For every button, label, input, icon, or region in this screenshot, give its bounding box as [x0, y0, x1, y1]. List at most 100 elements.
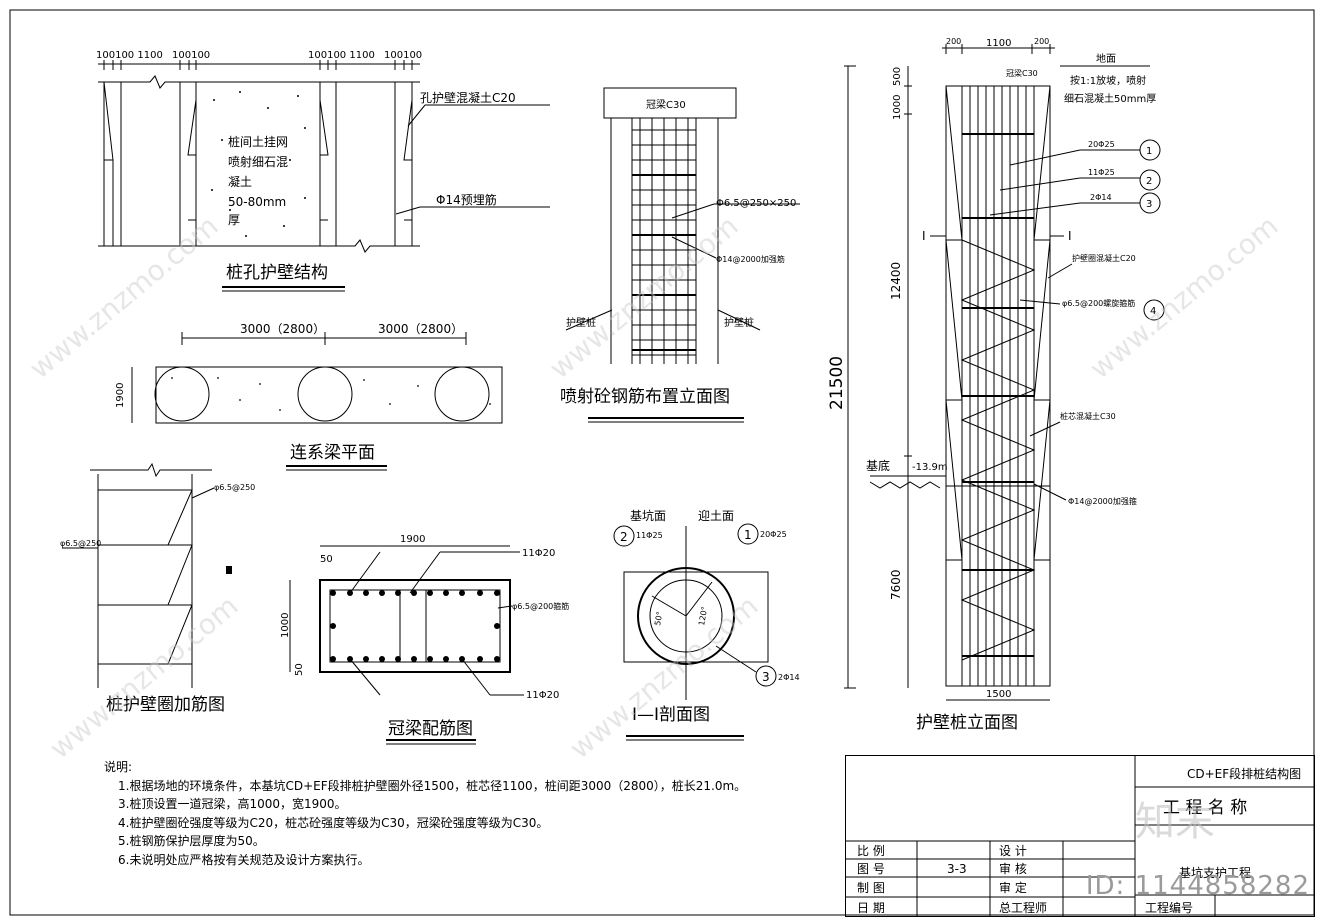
section-outer-ring: [637, 567, 735, 665]
title-tie-beam-plan: 连系梁平面: [290, 443, 375, 463]
label-ground: 地面: [1096, 52, 1116, 65]
note-item: 5.桩钢筋保护层厚度为50。: [118, 834, 265, 848]
drawing-name: CD+EF段排桩结构图: [1187, 766, 1301, 781]
label-right-pile: 护壁桩: [724, 316, 754, 329]
tb-project-no-label: 工程编号: [1145, 900, 1193, 915]
note-item: 6.未说明处应严格按有关规范及设计方案执行。: [118, 852, 370, 867]
concrete-speckle: [211, 91, 306, 237]
label-top-bars: 11Φ20: [522, 548, 555, 559]
dim-text: 100100: [384, 50, 422, 61]
label-between-1: 桩间土挂网: [228, 134, 288, 149]
label-core-concrete: 桩芯混凝土C30: [1060, 411, 1116, 421]
label-base: 基底: [866, 458, 890, 473]
project-name-label: 工 程 名 称: [1163, 798, 1247, 818]
label-crown-beam-elev: 冠梁C30: [1006, 69, 1038, 78]
watermark-text: www.znzmo.com: [1083, 209, 1284, 385]
dim-total-length: 21500: [827, 356, 847, 410]
label-embed-bar: Φ14预埋筋: [436, 192, 497, 207]
tb-key-scale: 比 例: [857, 844, 885, 858]
label-ring-b: φ6.5@250: [60, 539, 101, 548]
tb-key-design: 设 计: [999, 844, 1027, 858]
title-pile-elevation: 护壁桩立面图: [916, 713, 1018, 733]
tb-key-chief: 总工程师: [999, 900, 1047, 915]
note-item: 3.桩顶设置一道冠梁，高1000，宽1900。: [118, 797, 347, 811]
tb-key-review: 审 核: [999, 861, 1027, 876]
pile-body: [945, 85, 1051, 687]
dim-crown-width: 1900: [400, 534, 425, 545]
crown-beam-rebar-drawing: 1900 50 1000 50 11Φ20 φ6.5@200箍筋 11Φ20: [280, 534, 569, 745]
section-tag-2: 2: [620, 530, 628, 544]
label-between-4: 50-80mm: [228, 195, 286, 209]
section-tag-2-text: 11Φ25: [636, 531, 663, 540]
watermark-logo: 知末: [1135, 799, 1215, 845]
dim-spacing-1: 3000（2800）: [240, 322, 325, 336]
crown-beam-outline: [319, 579, 511, 673]
title-shotcrete-elevation: 喷射砼钢筋布置立面图: [560, 387, 730, 407]
pile-circle: [434, 366, 490, 422]
section-tag-1-text: 20Φ25: [760, 530, 787, 539]
label-angle-a: 50°: [653, 611, 664, 627]
dim-top-200-right: 200: [1034, 37, 1049, 46]
dim-7600: 7600: [889, 569, 903, 600]
title-pile-hole-wall: 桩孔护壁结构: [226, 263, 328, 283]
notes-heading: 说明:: [104, 760, 133, 774]
sheet-border: [9, 9, 1315, 916]
title-crown-beam-rebar: 冠梁配筋图: [388, 719, 473, 739]
bar-text-4: φ6.5@200螺旋箍筋: [1062, 298, 1135, 308]
section-1-1-drawing: 基坑面 迎土面 2 11Φ25 1 20Φ25 50° 120° 3 2Φ14 …: [613, 508, 800, 741]
tb-key-date: 日 期: [857, 901, 885, 915]
dim-12400: 12400: [889, 262, 903, 300]
title-block: CD+EF段排桩结构图 工 程 名 称 比 例 设 计 图 号 3-3 审 核 …: [845, 755, 1315, 917]
tb-drawing-no: 3-3: [947, 862, 967, 876]
pile-circle: [297, 366, 353, 422]
wall-ring-rebar-drawing: φ6.5@250 φ6.5@250 桩护壁圈加筋图: [60, 462, 255, 715]
shotcrete-rebar-elevation: 冠梁C30 Φ6.5@250×250 Φ14@2000加强筋 护壁桩: [560, 87, 800, 423]
tb-key-drafter: 制 图: [857, 881, 885, 895]
section-mark-right: I: [1068, 229, 1072, 243]
label-ring-a: φ6.5@250: [214, 483, 255, 492]
dim-bottom-1500: 1500: [986, 689, 1011, 700]
section-tag-3: 3: [762, 670, 770, 684]
pile-circle: [154, 366, 210, 422]
dim-beam-height: 1900: [115, 383, 126, 408]
bar-text-3: 2Φ14: [1090, 193, 1112, 202]
design-notes: 说明: 1.根据场地的环境条件，本基坑CD+EF段排桩护壁圈外径1500，桩芯径…: [104, 758, 746, 869]
pile-hole-wall-drawing: 100100 1100 100100 100100 1100 100100: [96, 50, 550, 292]
dim-text: 100100: [172, 50, 210, 61]
pile-elevation-drawing: 200 1100 200 地面 冠梁C30 按1:1放坡，喷射 细石混凝土50m…: [827, 37, 1165, 733]
watermark-text: www.znzmo.com: [43, 589, 244, 765]
label-bottom-bars: 11Φ20: [526, 690, 559, 701]
label-mesh: Φ6.5@250×250: [716, 198, 796, 209]
dim-cover-bottom: 50: [294, 663, 305, 676]
label-between-3: 凝土: [228, 174, 252, 189]
watermark-text: www.znzmo.com: [23, 209, 224, 385]
tb-key-approve: 审 定: [999, 880, 1027, 895]
section-inner-ring: [649, 579, 723, 653]
dim-spacing-2: 3000（2800）: [378, 322, 463, 336]
section-tag-3-text: 2Φ14: [778, 673, 800, 682]
label-strengthen-hoop: Φ14@2000加强箍: [1068, 496, 1137, 506]
note-item: 1.根据场地的环境条件，本基坑CD+EF段排桩护壁圈外径1500，桩芯径1100…: [118, 778, 747, 793]
bar-tag-1: 1: [1146, 146, 1152, 157]
dim-crown-height: 1000: [280, 613, 291, 638]
label-between-5: 厚: [228, 213, 240, 227]
title-section-1-1: I—I剖面图: [632, 705, 710, 725]
label-left-pile: 护壁桩: [566, 316, 596, 329]
label-strengthen: Φ14@2000加强筋: [716, 254, 785, 264]
dim-top-200-left: 200: [946, 37, 961, 46]
title-wall-ring-rebar: 桩护壁圈加筋图: [106, 695, 225, 715]
label-pit-side: 基坑面: [630, 508, 666, 523]
bar-tag-2: 2: [1146, 176, 1152, 187]
dim-top-1000: 1000: [892, 95, 903, 120]
bar-tag-3: 3: [1146, 199, 1152, 210]
tb-project: 基坑支护工程: [1179, 865, 1251, 880]
label-crown-beam: 冠梁C30: [646, 98, 686, 111]
tie-beam-plan-drawing: 3000（2800） 3000（2800） 1900 连系梁平面: [115, 322, 503, 471]
bar-tag-4: 4: [1150, 306, 1156, 317]
dim-text: 100100 1100: [96, 50, 163, 61]
label-ring-concrete: 护壁圈混凝土C20: [1072, 253, 1136, 263]
dim-cover-top: 50: [320, 554, 333, 565]
tb-key-drawing-no: 图 号: [857, 862, 885, 876]
bar-text-2: 11Φ25: [1088, 168, 1115, 177]
bar-text-1: 20Φ25: [1088, 140, 1115, 149]
